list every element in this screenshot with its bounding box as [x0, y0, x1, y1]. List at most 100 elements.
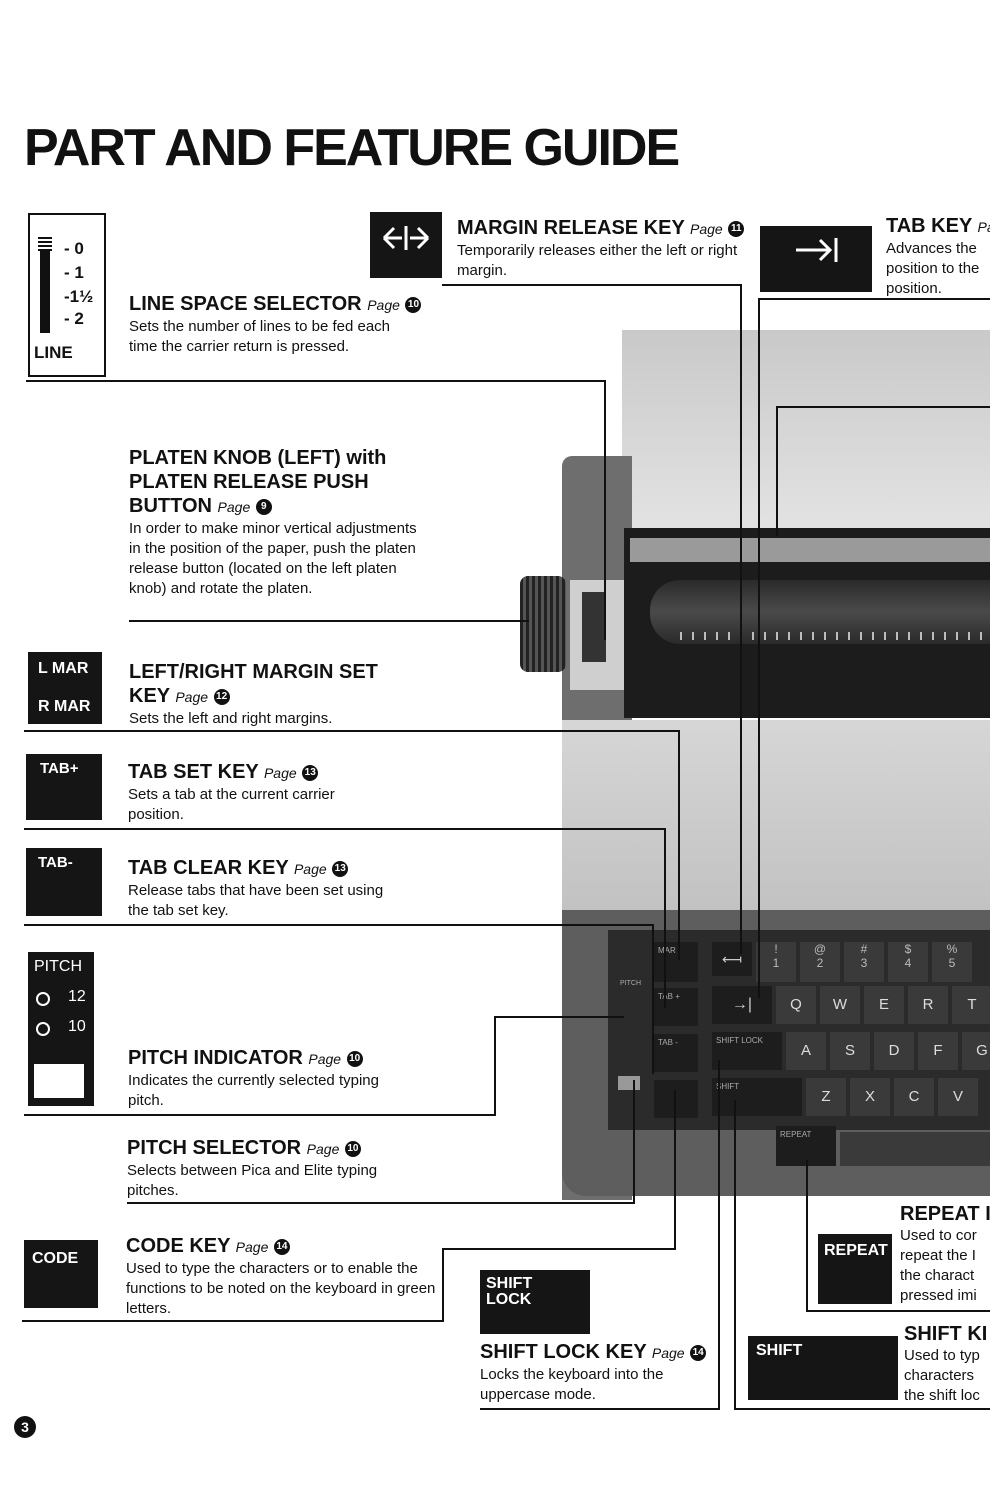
- page-title: PART AND FEATURE GUIDE: [24, 119, 680, 177]
- tab-set-section: TAB SET KEY Page 13 Sets a tab at the cu…: [128, 760, 428, 825]
- key-1-base: 1: [772, 956, 780, 970]
- line-gauge-stripes: [38, 237, 52, 251]
- leader-tab-set-v: [664, 828, 666, 1008]
- key-g: G: [962, 1032, 990, 1070]
- leader-tab-key-v: [758, 298, 760, 998]
- key-5-base: 5: [948, 956, 956, 970]
- key-3-base: 3: [860, 956, 868, 970]
- platen-heading: PLATEN KNOB (LEFT) with PLATEN RELEASE P…: [129, 447, 387, 517]
- line-gauge-mark-1: - 1: [64, 263, 84, 282]
- margin-release-heading: MARGIN RELEASE KEY: [457, 217, 685, 239]
- key-r: R: [908, 986, 948, 1024]
- tab-clear-key-label: TAB-: [38, 854, 73, 871]
- code-key-heading: CODE KEY: [126, 1235, 231, 1257]
- key-e: E: [864, 986, 904, 1024]
- pitch-selector-page-label: Page: [306, 1141, 340, 1157]
- typewriter-illustration: ⟻ !1 @2 #3 $4 %5 →| Q W E R T SHIFT LOCK…: [520, 320, 990, 1200]
- repeat-section: REPEAT I Used to cor repeat the I the ch…: [900, 1202, 990, 1306]
- key-2-shift: @: [813, 942, 827, 956]
- tab-set-page-label: Page: [263, 765, 297, 781]
- shift-heading: SHIFT KI: [904, 1323, 988, 1345]
- leader-code-key-v: [442, 1248, 444, 1322]
- key-4-base: 4: [904, 956, 912, 970]
- tab-set-page-num: 13: [302, 764, 319, 781]
- code-key-desc: Used to type the characters or to enable…: [126, 1260, 436, 1317]
- key-2-base: 2: [816, 956, 824, 970]
- margin-set-desc: Sets the left and right margins.: [129, 710, 333, 727]
- paper-sheet: [622, 330, 990, 540]
- key-d: D: [874, 1032, 914, 1070]
- margin-release-icon: [382, 226, 430, 250]
- leader-pitch-selector-v: [633, 1080, 635, 1204]
- key-2: @2: [800, 942, 840, 982]
- line-gauge-bar: [40, 237, 50, 333]
- tab-clear-page-num: 13: [332, 860, 349, 877]
- margin-set-page-num: 12: [213, 688, 230, 705]
- key-5-shift: %: [946, 942, 958, 956]
- key-4: $4: [888, 942, 928, 982]
- tab-key-desc-2: position to the: [886, 260, 980, 277]
- pitch-selector-heading: PITCH SELECTOR: [127, 1137, 302, 1159]
- tab-set-key-block: TAB+: [26, 754, 102, 820]
- line-space-page-label: Page: [367, 297, 400, 313]
- margin-set-page-label: Page: [175, 689, 209, 705]
- pitch-selector-desc: Selects between Pica and Elite typing pi…: [127, 1162, 378, 1199]
- margin-set-heading: LEFT/RIGHT MARGIN SET KEY: [129, 661, 378, 707]
- leader-shift-lock-v: [718, 1060, 720, 1410]
- tab-clear-section: TAB CLEAR KEY Page 13 Release tabs that …: [128, 856, 428, 921]
- shift-lock-section: SHIFT LOCK KEY Page 14 Locks the keyboar…: [480, 1340, 720, 1405]
- pitch-lamp-10: [36, 1022, 50, 1036]
- leader-pitch-indicator-h2: [494, 1016, 624, 1018]
- code-key-page-num: 14: [273, 1238, 290, 1255]
- key-q: Q: [776, 986, 816, 1024]
- pitch-option-10: 10: [68, 1018, 86, 1035]
- leader-repeat-v: [806, 1160, 808, 1310]
- shift-desc-2: characters: [904, 1367, 975, 1384]
- leader-shift: [734, 1408, 990, 1410]
- key-4-shift: $: [904, 942, 912, 956]
- repeat-heading: REPEAT I: [900, 1203, 990, 1225]
- margin-release-section: MARGIN RELEASE KEY Page 11 Temporarily r…: [457, 216, 752, 281]
- line-space-section: LINE SPACE SELECTOR Page 10 Sets the num…: [129, 292, 429, 357]
- code-key-block: CODE: [24, 1240, 98, 1308]
- key-s: S: [830, 1032, 870, 1070]
- margin-release-desc: Temporarily releases either the left or …: [457, 242, 738, 279]
- pitch-keycap-label: PITCH: [620, 980, 641, 987]
- key-1: !1: [756, 942, 796, 982]
- line-space-gauge: - 0 - 1 -1½ - 2 LINE: [28, 213, 106, 377]
- shift-lock-keycap: SHIFT LOCK: [712, 1032, 782, 1070]
- shift-lock-page-label: Page: [651, 1345, 685, 1361]
- shift-key-label: SHIFT: [756, 1342, 803, 1359]
- tab-minus-keycap: TAB -: [654, 1034, 698, 1072]
- key-a: A: [786, 1032, 826, 1070]
- shift-lock-key-label: SHIFT LOCK: [486, 1275, 533, 1308]
- leader-margin-release-v: [740, 284, 742, 954]
- platen-page-label: Page: [217, 499, 251, 515]
- code-key-section: CODE KEY Page 14 Used to type the charac…: [126, 1234, 438, 1319]
- tab-clear-key-block: TAB-: [26, 848, 102, 916]
- margin-set-section: LEFT/RIGHT MARGIN SET KEY Page 12 Sets t…: [129, 660, 419, 729]
- leader-pitch-indicator: [24, 1114, 496, 1116]
- shift-lock-heading: SHIFT LOCK KEY: [480, 1341, 647, 1363]
- tab-arrow-icon: [796, 238, 838, 262]
- tab-clear-page-label: Page: [293, 861, 327, 877]
- leader-tab-set: [24, 828, 666, 830]
- leader-margin-set: [24, 730, 680, 732]
- line-gauge-label: LINE: [34, 343, 73, 362]
- tab-set-heading: TAB SET KEY: [128, 761, 259, 783]
- margin-release-page-label: Page: [690, 221, 723, 237]
- line-gauge-mark-0: - 0: [64, 239, 84, 258]
- pitch-panel-label: PITCH: [34, 958, 82, 975]
- leader-margin-release: [442, 284, 742, 286]
- shift-key-block: SHIFT: [748, 1336, 898, 1400]
- key-c: C: [894, 1078, 934, 1116]
- key-3: #3: [844, 942, 884, 982]
- pitch-selector-section: PITCH SELECTOR Page 10 Selects between P…: [127, 1136, 437, 1201]
- key-1-shift: !: [774, 942, 778, 956]
- key-z: Z: [806, 1078, 846, 1116]
- line-gauge-mark-1-5: -1½: [64, 287, 94, 306]
- space-bar: [840, 1132, 990, 1166]
- margin-release-page-num: 11: [728, 220, 745, 237]
- paper-bail: [630, 538, 990, 562]
- shift-lock-page-num: 14: [690, 1344, 707, 1361]
